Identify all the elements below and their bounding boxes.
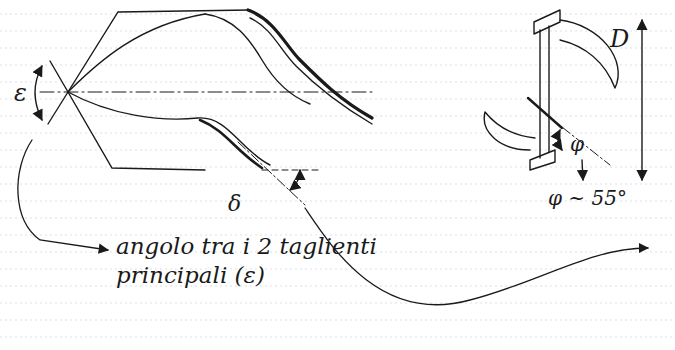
dimension-label: D [610, 24, 629, 54]
angle-symbol: φ [570, 132, 584, 157]
angle-symbol: ε [14, 78, 27, 108]
note-text: angolo tra i 2 taglienti principali (ε) [116, 232, 396, 290]
notebook-grid [0, 14, 675, 337]
drill-cross-section [484, 10, 642, 180]
leader-arrows [18, 140, 648, 305]
angle-symbol: δ [228, 190, 241, 218]
drill-side-view [35, 10, 372, 205]
angle-value: φ ~ 55° [548, 186, 627, 211]
